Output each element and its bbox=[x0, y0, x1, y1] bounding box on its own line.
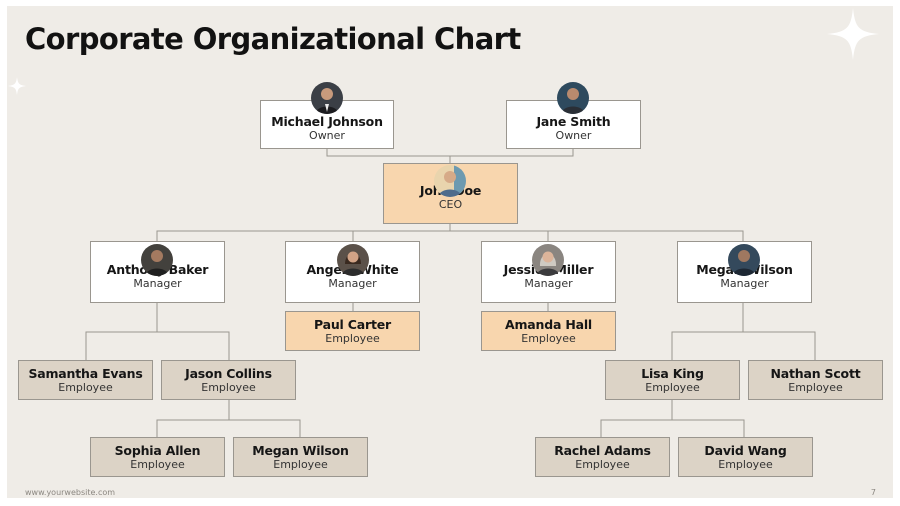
connector-jason-team bbox=[156, 400, 301, 437]
node-name: Sophia Allen bbox=[114, 442, 201, 458]
avatar-jane-smith bbox=[557, 82, 589, 114]
org-node-lisa-king: Lisa King Employee bbox=[605, 360, 740, 400]
connector-ceo-managers bbox=[156, 224, 744, 241]
node-name: Jason Collins bbox=[185, 365, 272, 381]
org-node-jane-smith: Jane Smith Owner bbox=[506, 100, 641, 149]
avatar-anthony-baker bbox=[141, 244, 173, 276]
slide: Corporate Organizational Chart Michael J… bbox=[7, 6, 893, 498]
node-role: Manager bbox=[524, 276, 573, 290]
node-role: Owner bbox=[555, 129, 592, 142]
org-node-michael-johnson: Michael Johnson Owner bbox=[260, 100, 394, 149]
footer-website: www.yourwebsite.com bbox=[25, 488, 116, 497]
page-number: 7 bbox=[870, 488, 876, 497]
node-role: Owner bbox=[309, 129, 345, 142]
node-name: Lisa King bbox=[641, 365, 704, 381]
avatar-jessica-miller bbox=[532, 244, 564, 276]
org-node-sophia-allen: Sophia Allen Employee bbox=[90, 437, 225, 477]
avatar-megan-wilson bbox=[728, 244, 760, 276]
node-role: CEO bbox=[438, 198, 463, 211]
node-name: Megan Wilson bbox=[252, 442, 349, 458]
node-role: Employee bbox=[788, 380, 843, 394]
node-name: Samantha Evans bbox=[28, 365, 143, 381]
node-role: Employee bbox=[645, 380, 700, 394]
node-role: Employee bbox=[130, 457, 185, 471]
node-role: Employee bbox=[575, 457, 630, 471]
org-node-paul-carter: Paul Carter Employee bbox=[285, 311, 420, 351]
org-connectors bbox=[85, 149, 816, 437]
avatar-angela-white bbox=[337, 244, 369, 276]
node-name: Amanda Hall bbox=[504, 316, 593, 332]
node-name: Nathan Scott bbox=[770, 365, 861, 381]
page-title: Corporate Organizational Chart bbox=[25, 22, 521, 56]
connector-anthony-team bbox=[85, 303, 230, 360]
org-node-rachel-adams: Rachel Adams Employee bbox=[535, 437, 670, 477]
org-node-megan-wilson-employee: Megan Wilson Employee bbox=[233, 437, 368, 477]
node-role: Employee bbox=[718, 457, 773, 471]
node-role: Manager bbox=[133, 276, 182, 290]
node-role: Employee bbox=[521, 331, 576, 345]
sparkle-small-icon bbox=[8, 77, 26, 95]
org-node-nathan-scott: Nathan Scott Employee bbox=[748, 360, 883, 400]
node-role: Employee bbox=[273, 457, 328, 471]
connector-lisa-team bbox=[600, 400, 745, 437]
sparkle-large-icon bbox=[827, 8, 879, 60]
connector-owners-ceo bbox=[326, 149, 574, 163]
node-role: Employee bbox=[201, 380, 256, 394]
node-role: Employee bbox=[325, 331, 380, 345]
org-node-jason-collins: Jason Collins Employee bbox=[161, 360, 296, 400]
node-name: Michael Johnson bbox=[271, 114, 383, 129]
node-role: Manager bbox=[720, 276, 769, 290]
node-name: Rachel Adams bbox=[554, 442, 651, 458]
org-node-amanda-hall: Amanda Hall Employee bbox=[481, 311, 616, 351]
avatar-michael-johnson bbox=[311, 82, 343, 114]
connector-megan-team bbox=[671, 303, 816, 360]
node-name: Jane Smith bbox=[536, 114, 611, 129]
org-node-samantha-evans: Samantha Evans Employee bbox=[18, 360, 153, 400]
node-name: Paul Carter bbox=[314, 316, 391, 332]
org-node-david-wang: David Wang Employee bbox=[678, 437, 813, 477]
avatar-john-doe bbox=[434, 165, 466, 197]
node-role: Manager bbox=[328, 276, 377, 290]
node-role: Employee bbox=[58, 380, 113, 394]
node-name: David Wang bbox=[704, 442, 787, 458]
